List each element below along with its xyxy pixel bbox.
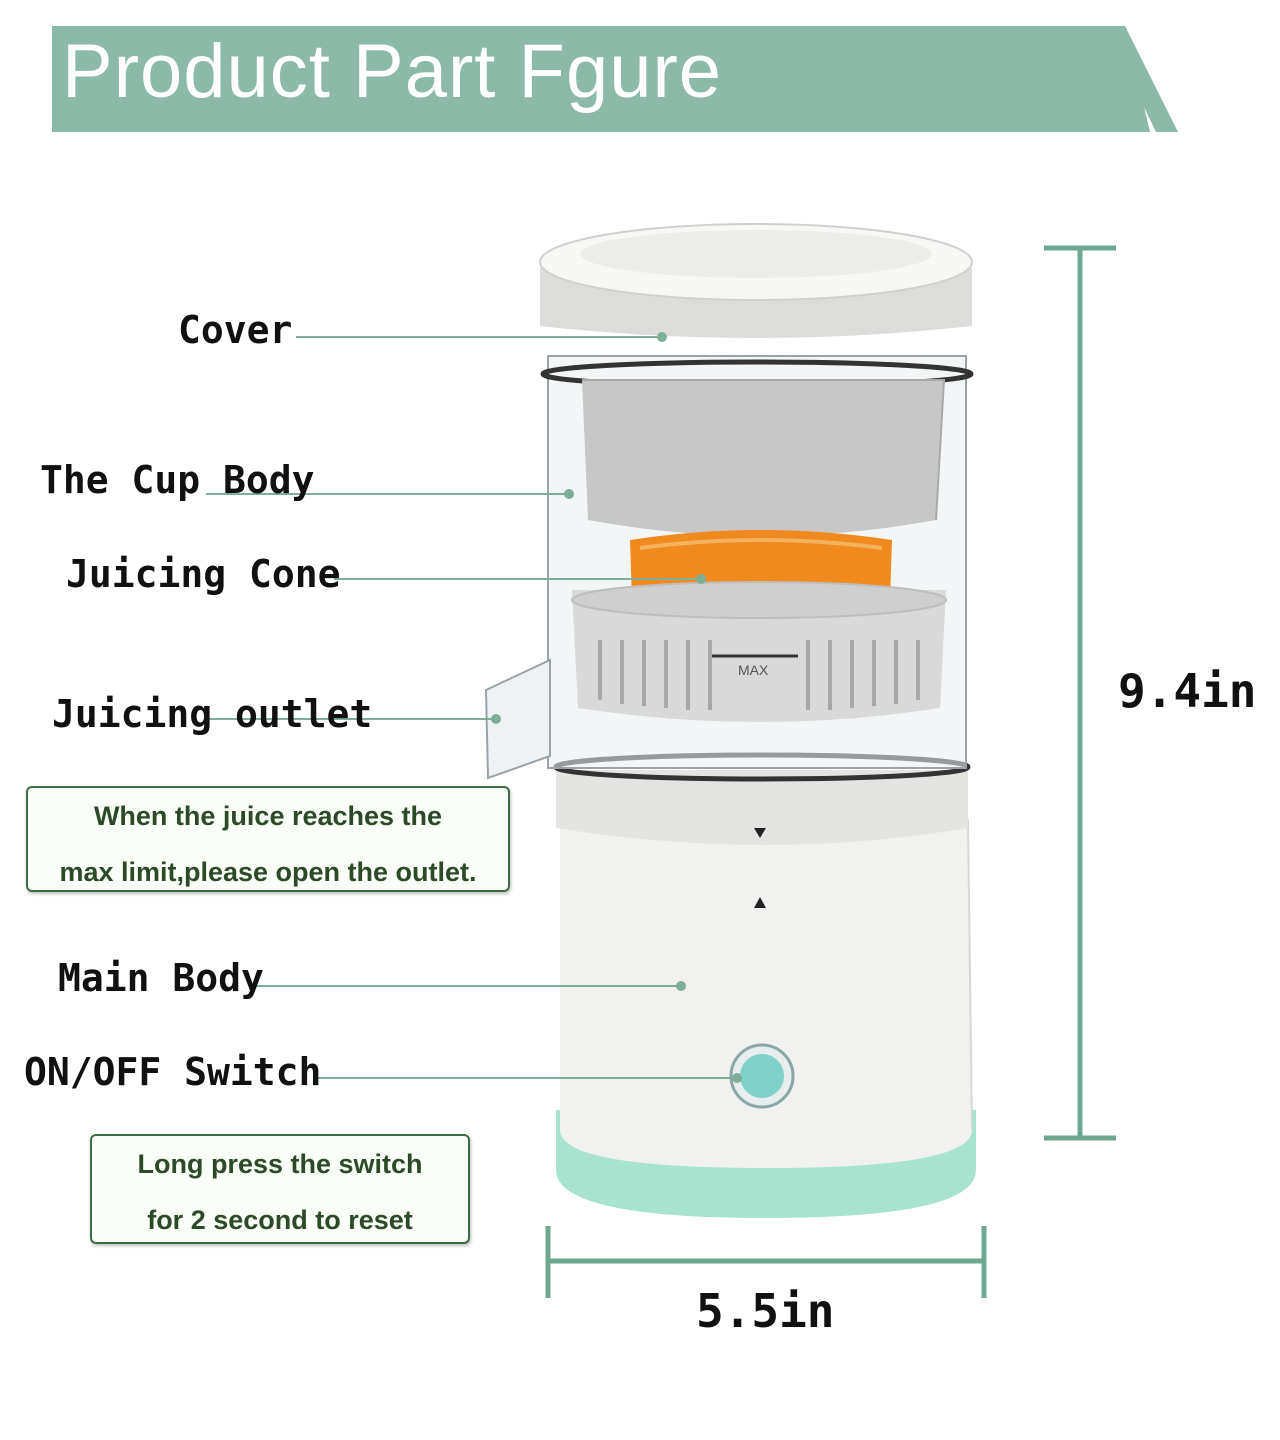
outlet-spout xyxy=(484,658,551,780)
width-dimension xyxy=(545,1226,987,1298)
label-on-off-switch: ON/OFF Switch xyxy=(24,1050,322,1094)
label-main-body: Main Body xyxy=(58,956,264,1000)
label-cup-body: The Cup Body xyxy=(40,458,315,502)
label-cover: Cover xyxy=(178,308,293,352)
pulp-basket xyxy=(582,380,944,536)
height-value: 9.4in xyxy=(1118,664,1257,718)
main-body xyxy=(560,820,972,1168)
label-juicing-outlet: Juicing outlet xyxy=(52,692,373,736)
label-juicing-cone: Juicing Cone xyxy=(66,552,341,596)
body-collar xyxy=(556,770,968,845)
page-title: Product Part Fgure xyxy=(62,29,723,114)
reset-note-line-1: Long press the switch xyxy=(137,1149,423,1179)
outlet-note-box: When the juice reaches the max limit,ple… xyxy=(26,786,510,892)
reset-note-line-2: for 2 second to reset xyxy=(147,1205,413,1235)
outlet-note-line-1: When the juice reaches the xyxy=(93,801,443,831)
width-value: 5.5in xyxy=(696,1284,835,1338)
max-mark: MAX xyxy=(738,662,769,678)
height-dimension xyxy=(1044,245,1116,1141)
outlet-note-line-2: max limit,please open the outlet. xyxy=(59,857,477,887)
reset-note-box: Long press the switch for 2 second to re… xyxy=(90,1134,470,1244)
title-banner xyxy=(52,26,1178,132)
